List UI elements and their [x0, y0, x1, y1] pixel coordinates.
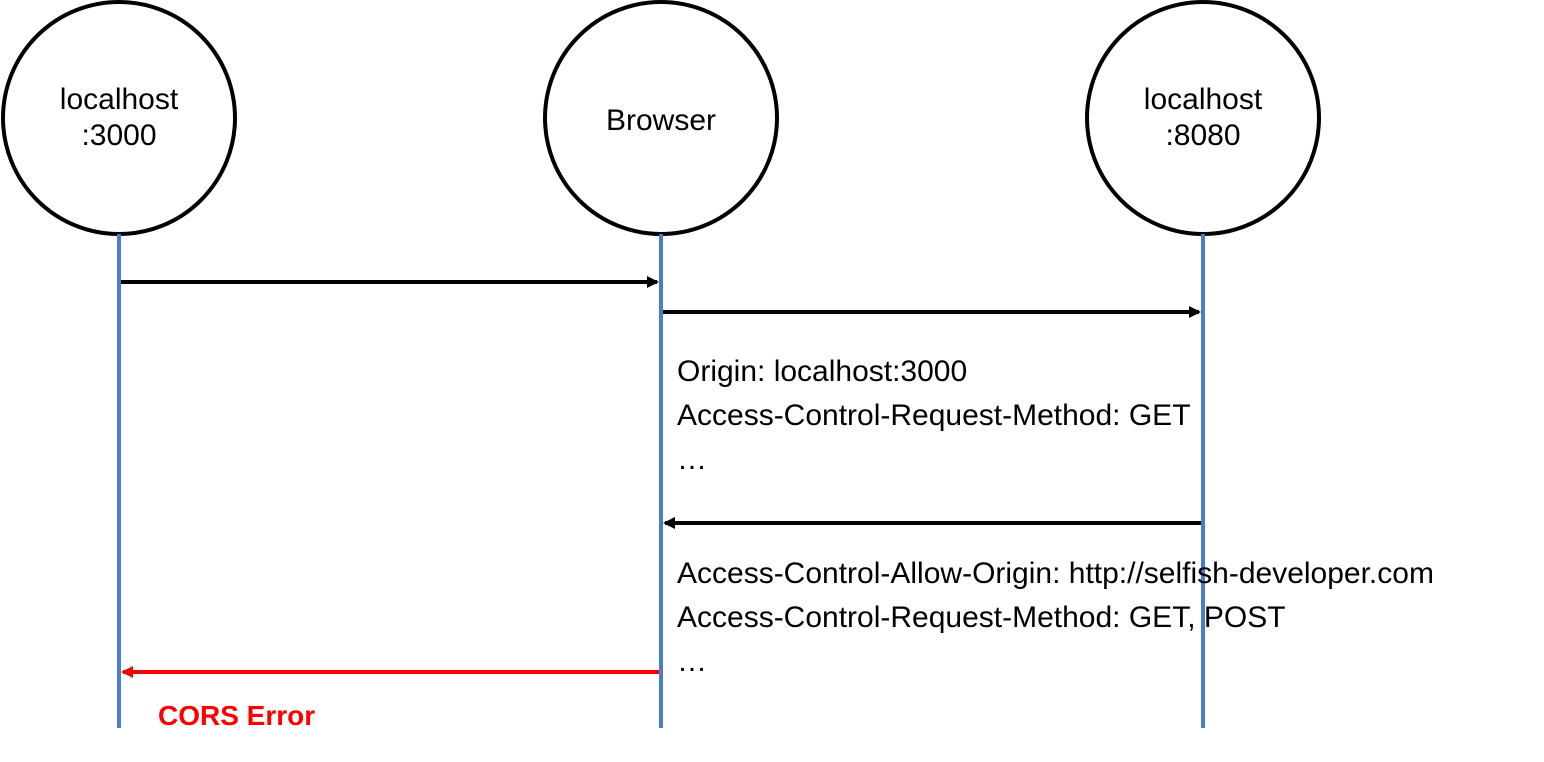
request-origin-line: Origin: localhost:3000	[677, 355, 968, 388]
actor-client-line1: localhost	[59, 83, 179, 116]
response-ellipsis: …	[677, 645, 707, 678]
response-allow-origin-line: Access-Control-Allow-Origin: http://self…	[677, 557, 1434, 590]
actor-client-line2: :3000	[81, 119, 157, 152]
actor-browser-label: Browser	[605, 104, 717, 137]
preflight-request-headers: Origin: localhost:3000 Access-Control-Re…	[677, 354, 1191, 478]
actor-server-line1: localhost	[1143, 83, 1263, 116]
cors-error-label: CORS Error	[158, 700, 316, 731]
actor-label-server: localhost :8080	[1103, 82, 1303, 154]
request-method-line: Access-Control-Request-Method: GET	[677, 399, 1191, 432]
actor-server-line2: :8080	[1165, 119, 1241, 152]
actor-label-client: localhost :3000	[19, 82, 219, 154]
request-ellipsis: …	[677, 443, 707, 476]
preflight-response-headers: Access-Control-Allow-Origin: http://self…	[677, 556, 1434, 680]
actor-label-browser: Browser	[561, 103, 761, 139]
response-method-line: Access-Control-Request-Method: GET, POST	[677, 601, 1286, 634]
